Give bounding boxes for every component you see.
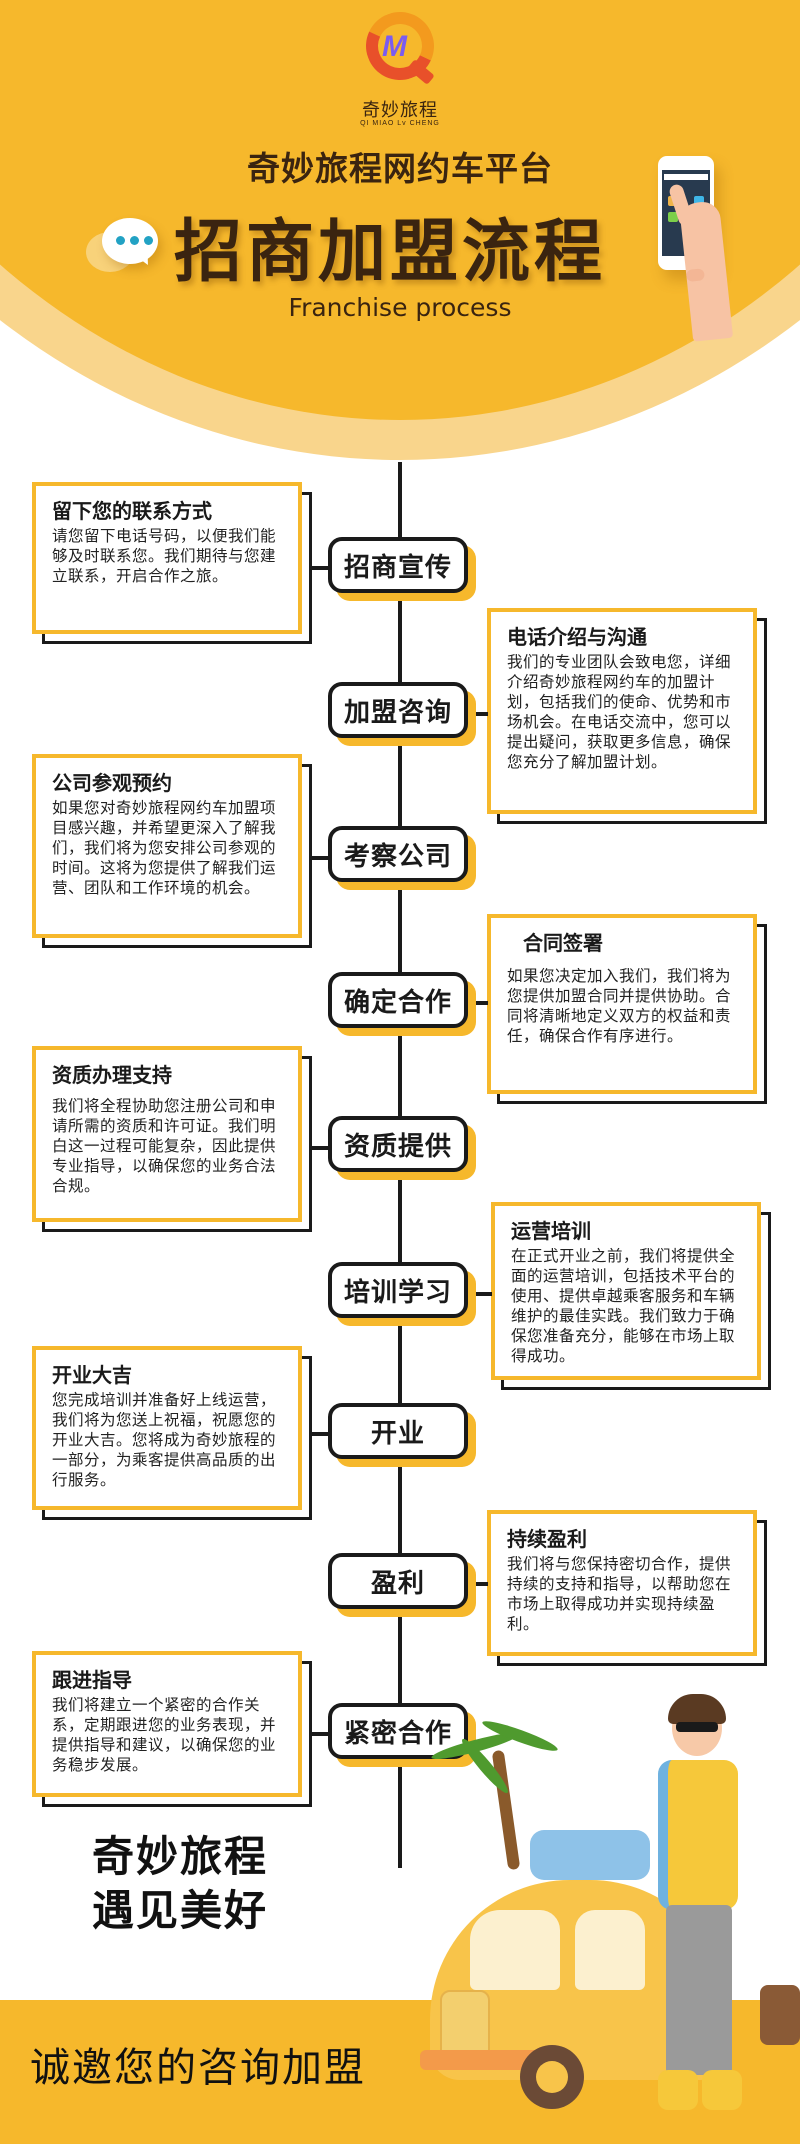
connector — [312, 1732, 330, 1736]
step-card-text: 如果您决定加入我们，我们将为您提供加盟合同并提供协助。合同将清晰地定义双方的权益… — [507, 967, 732, 1045]
logo-mark: M — [382, 30, 407, 63]
step-card-title: 资质办理支持 — [52, 1063, 172, 1087]
step-card-6: 运营培训 在正式开业之前，我们将提供全面的运营培训，包括技术平台的使用、提供卓越… — [491, 1202, 771, 1390]
sunglasses-icon — [676, 1722, 718, 1732]
slogan: 奇妙旅程 遇见美好 — [60, 1830, 300, 1938]
chat-bubble-icon — [82, 212, 162, 282]
step-card-title: 留下您的联系方式 — [52, 499, 212, 523]
connector — [468, 1292, 492, 1296]
step-node-label: 紧密合作 — [328, 1703, 468, 1759]
step-card-4: 合同签署 如果您决定加入我们，我们将为您提供加盟合同并提供协助。合同将清晰地定义… — [487, 914, 767, 1104]
step-node-6: 培训学习 — [328, 1262, 476, 1326]
step-card-text: 在正式开业之前，我们将提供全面的运营培训，包括技术平台的使用、提供卓越乘客服务和… — [511, 1247, 736, 1365]
step-card-1: 留下您的联系方式 请您留下电话号码，以便我们能够及时联系您。我们期待与您建立联系… — [32, 482, 312, 644]
step-node-9: 紧密合作 — [328, 1703, 476, 1767]
step-card-title: 电话介绍与沟通 — [507, 625, 647, 649]
step-node-label: 资质提供 — [328, 1116, 468, 1172]
step-node-label: 开业 — [328, 1403, 468, 1459]
step-card-title: 合同签署 — [523, 931, 603, 955]
connector — [468, 712, 488, 716]
brand-name: 奇妙旅程 — [362, 100, 438, 121]
page-title: 招商加盟流程 — [173, 213, 606, 292]
step-card-text: 我们将与您保持密切合作，提供持续的支持和指导，以帮助您在市场上取得成功并实现持续… — [507, 1555, 732, 1633]
step-node-8: 盈利 — [328, 1553, 476, 1617]
step-card-8: 持续盈利 我们将与您保持密切合作，提供持续的支持和指导，以帮助您在市场上取得成功… — [487, 1510, 767, 1666]
phone-in-hand-icon — [648, 150, 758, 342]
step-card-title: 开业大吉 — [52, 1363, 132, 1387]
step-card-text: 如果您对奇妙旅程网约车加盟项目感兴趣，并希望更深入了解我们，我们将为您安排公司参… — [52, 799, 277, 897]
connector — [468, 1001, 488, 1005]
connector — [312, 566, 330, 570]
connector — [312, 1432, 330, 1436]
step-card-title: 公司参观预约 — [52, 771, 172, 795]
palm-tree-icon — [491, 1749, 521, 1871]
step-node-label: 招商宣传 — [328, 537, 468, 593]
step-card-2: 电话介绍与沟通 我们的专业团队会致电您，详细介绍奇妙旅程网约车的加盟计划，包括我… — [487, 608, 767, 824]
step-node-1: 招商宣传 — [328, 537, 476, 601]
step-node-2: 加盟咨询 — [328, 682, 476, 746]
slogan-line-1: 奇妙旅程 — [91, 1832, 268, 1881]
step-card-title: 跟进指导 — [52, 1668, 132, 1692]
connector — [312, 856, 330, 860]
step-node-label: 考察公司 — [328, 826, 468, 882]
step-node-4: 确定合作 — [328, 972, 476, 1036]
brand-name-en: QI MIAO Lv CHENG — [360, 120, 440, 127]
step-node-label: 加盟咨询 — [328, 682, 468, 738]
step-node-label: 确定合作 — [328, 972, 468, 1028]
step-card-text: 我们将建立一个紧密的合作关系，定期跟进您的业务表现，并提供指导和建议，以确保您的… — [52, 1696, 277, 1774]
step-node-7: 开业 — [328, 1403, 476, 1467]
step-card-title: 持续盈利 — [507, 1527, 587, 1551]
step-node-label: 盈利 — [328, 1553, 468, 1609]
page-subtitle: 奇妙旅程网约车平台 — [247, 149, 553, 188]
step-card-3: 公司参观预约 如果您对奇妙旅程网约车加盟项目感兴趣，并希望更深入了解我们，我们将… — [32, 754, 312, 948]
step-card-5: 资质办理支持 我们将全程协助您注册公司和申请所需的资质和许可证。我们明白这一过程… — [32, 1046, 312, 1232]
step-card-text: 我们的专业团队会致电您，详细介绍奇妙旅程网约车的加盟计划，包括我们的使命、优势和… — [507, 653, 732, 771]
step-card-text: 请您留下电话号码，以便我们能够及时联系您。我们期待与您建立联系，开启合作之旅。 — [52, 527, 277, 585]
slogan-line-2: 遇见美好 — [91, 1886, 268, 1935]
step-node-5: 资质提供 — [328, 1116, 476, 1180]
step-card-text: 您完成培训并准备好上线运营，我们将为您送上祝福，祝愿您的开业大吉。您将成为奇妙旅… — [52, 1391, 277, 1489]
brand-logo-icon: M — [356, 2, 444, 93]
tree-stump-icon — [760, 1985, 800, 2045]
step-card-7: 开业大吉 您完成培训并准备好上线运营，我们将为您送上祝福，祝愿您的开业大吉。您将… — [32, 1346, 312, 1520]
step-card-9: 跟进指导 我们将建立一个紧密的合作关系，定期跟进您的业务表现，并提供指导和建议，… — [32, 1651, 312, 1807]
step-card-text: 我们将全程协助您注册公司和申请所需的资质和许可证。我们明白这一过程可能复杂，因此… — [52, 1097, 277, 1195]
page-title-en: Franchise process — [288, 293, 512, 322]
cta-text: 诚邀您的咨询加盟 — [30, 2045, 366, 2091]
connector — [312, 1146, 330, 1150]
step-node-label: 培训学习 — [328, 1262, 468, 1318]
connector — [468, 1582, 488, 1586]
step-card-title: 运营培训 — [511, 1219, 591, 1243]
luggage-icon — [530, 1830, 650, 1880]
step-node-3: 考察公司 — [328, 826, 476, 890]
person-icon — [636, 1694, 756, 2130]
